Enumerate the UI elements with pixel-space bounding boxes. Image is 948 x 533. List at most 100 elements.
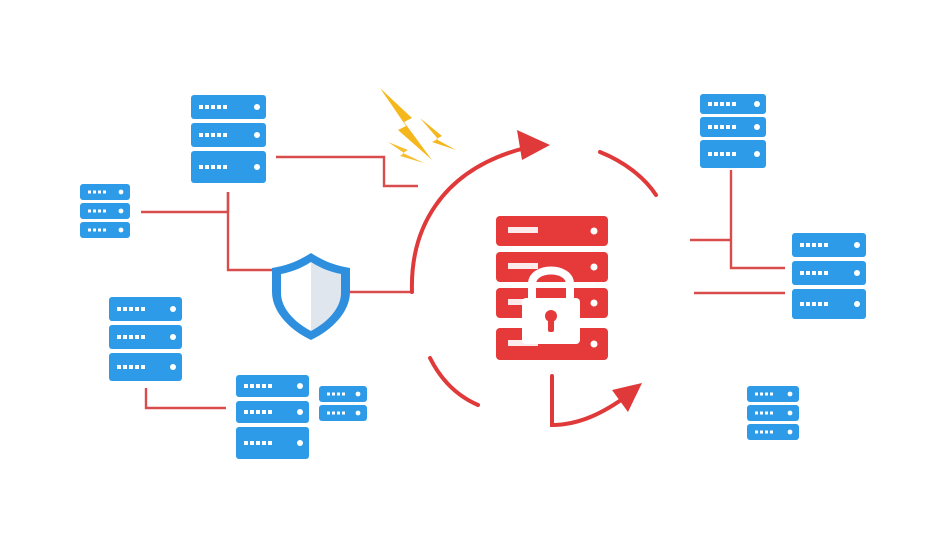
vent-dot bbox=[98, 228, 101, 232]
vent-dot bbox=[93, 228, 96, 232]
vent-dot bbox=[714, 125, 718, 129]
vent-dot bbox=[732, 102, 736, 106]
vent-dot bbox=[800, 271, 804, 275]
vent-dot bbox=[256, 441, 260, 445]
vent-dot bbox=[250, 410, 254, 414]
vent-dot bbox=[205, 105, 209, 109]
vent-dot bbox=[123, 365, 127, 369]
vent-dot bbox=[765, 430, 768, 434]
vent-dot bbox=[256, 410, 260, 414]
status-led bbox=[254, 104, 260, 110]
vent-dot bbox=[824, 302, 828, 306]
status-led bbox=[254, 164, 260, 170]
vent-dot bbox=[88, 190, 91, 194]
vent-dot bbox=[708, 152, 712, 156]
status-led bbox=[854, 270, 860, 276]
vent-dot bbox=[342, 392, 345, 396]
vent-dot bbox=[818, 243, 822, 247]
status-led bbox=[355, 410, 361, 416]
vent-dot bbox=[818, 271, 822, 275]
vent-dot bbox=[129, 365, 133, 369]
status-led bbox=[787, 410, 793, 416]
vent-dot bbox=[800, 302, 804, 306]
vent-dot bbox=[88, 209, 91, 213]
padlock-icon bbox=[522, 266, 580, 344]
vent-dot bbox=[129, 307, 133, 311]
server-unit bbox=[109, 297, 182, 321]
server-unit bbox=[747, 405, 799, 421]
server-unit bbox=[80, 203, 130, 219]
status-led bbox=[854, 242, 860, 248]
vent-dot bbox=[199, 165, 203, 169]
server-unit bbox=[792, 233, 866, 257]
vent-dot bbox=[244, 384, 248, 388]
vent-dot bbox=[135, 335, 139, 339]
server-unit bbox=[236, 401, 309, 423]
status-led bbox=[355, 391, 361, 397]
vent-dot bbox=[141, 365, 145, 369]
vent-dot bbox=[765, 411, 768, 415]
vent-dot bbox=[327, 392, 330, 396]
vent-dot bbox=[818, 302, 822, 306]
arc-up-arrow bbox=[409, 146, 527, 294]
status-led bbox=[118, 208, 124, 214]
vent-dot bbox=[117, 335, 121, 339]
vent-dot bbox=[211, 165, 215, 169]
vent-dot bbox=[217, 133, 221, 137]
vent-dot bbox=[806, 271, 810, 275]
vent-dot bbox=[268, 384, 272, 388]
vent-dot bbox=[217, 165, 221, 169]
status-led bbox=[297, 440, 303, 446]
vent-dot bbox=[129, 335, 133, 339]
server-unit bbox=[191, 95, 266, 119]
server-unit bbox=[747, 386, 799, 402]
server-stacks bbox=[80, 94, 866, 459]
vent-dot bbox=[726, 152, 730, 156]
vent-dot bbox=[117, 365, 121, 369]
vent-dot bbox=[770, 411, 773, 415]
vent-dot bbox=[755, 411, 758, 415]
vent-dot bbox=[268, 410, 272, 414]
vent-dot bbox=[98, 209, 101, 213]
vent-dot bbox=[211, 133, 215, 137]
server-unit bbox=[109, 325, 182, 349]
server-unit bbox=[792, 261, 866, 285]
server-stack-bottom-right bbox=[747, 386, 799, 440]
vent-dot bbox=[244, 410, 248, 414]
shield-icon bbox=[272, 253, 350, 340]
status-led bbox=[754, 124, 760, 130]
connector-right-top bbox=[729, 170, 785, 270]
vent-dot bbox=[244, 441, 248, 445]
vent-dot bbox=[117, 307, 121, 311]
vent-dot bbox=[199, 105, 203, 109]
server-stack-bottom-center bbox=[236, 375, 309, 459]
vent-dot bbox=[123, 335, 127, 339]
status-led bbox=[787, 429, 793, 435]
vent-dot bbox=[135, 307, 139, 311]
vent-dot bbox=[217, 105, 221, 109]
vent-dot bbox=[812, 243, 816, 247]
server-stack-top-left bbox=[191, 95, 266, 183]
vent-dot bbox=[256, 384, 260, 388]
vent-dot bbox=[262, 441, 266, 445]
server-stack-mid-right bbox=[792, 233, 866, 319]
vent-dot bbox=[824, 271, 828, 275]
vent-dot bbox=[332, 411, 335, 415]
server-stack-small-left bbox=[80, 184, 130, 238]
vent-dot bbox=[103, 228, 106, 232]
vent-dot bbox=[223, 105, 227, 109]
server-unit bbox=[792, 289, 866, 319]
vent-dot bbox=[337, 411, 340, 415]
vent-dot bbox=[755, 430, 758, 434]
server-unit bbox=[191, 123, 266, 147]
vent-dot bbox=[765, 392, 768, 396]
vent-dot bbox=[327, 411, 330, 415]
vent-dot bbox=[760, 411, 763, 415]
vent-dot bbox=[103, 209, 106, 213]
vent-dot bbox=[268, 441, 272, 445]
vent-dot bbox=[806, 302, 810, 306]
status-led bbox=[254, 132, 260, 138]
server-unit bbox=[191, 151, 266, 183]
server-unit bbox=[80, 222, 130, 238]
